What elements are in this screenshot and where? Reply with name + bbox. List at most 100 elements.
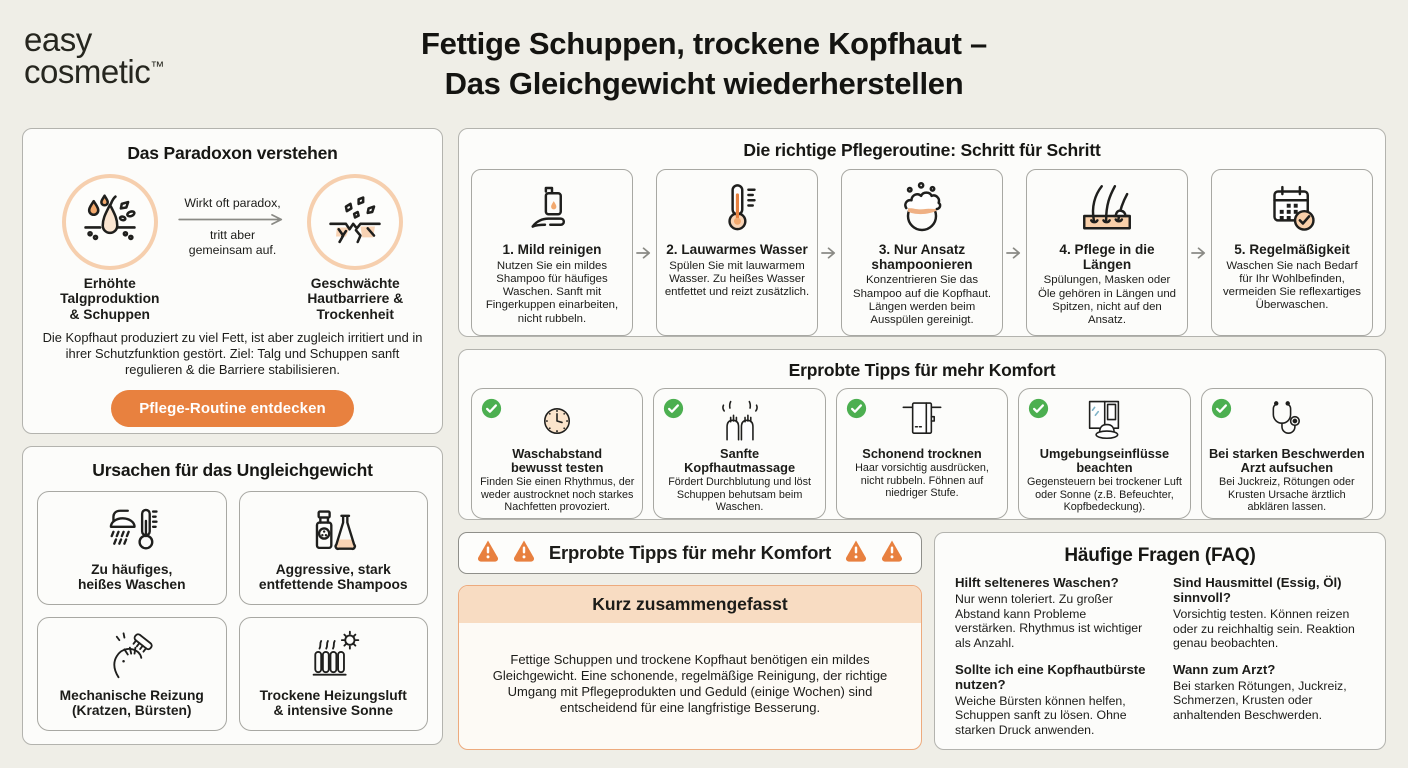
- page-title: Fettige Schuppen, trockene Kopfhaut – Da…: [0, 24, 1408, 103]
- warning-triangle-icon: [511, 538, 537, 569]
- tip-card-environment: Umgebungseinflüsse beachten Gegensteuern…: [1018, 388, 1191, 520]
- tip-title: Bei starken Beschwerden Arzt aufsuchen: [1208, 446, 1365, 476]
- left-column: Das Paradoxon verstehen: [22, 128, 443, 745]
- check-badge-icon: [1028, 398, 1049, 424]
- tip-cards: Waschabstand bewusst testen Finden Sie e…: [471, 388, 1374, 520]
- cause-card-hot-washing: Zu häufiges, heißes Waschen: [37, 491, 227, 605]
- step-card-1: 1. Mild reinigen Nutzen Sie ein mildes S…: [471, 169, 633, 337]
- logo-line2: cosmetic: [24, 53, 151, 91]
- thermometer-icon: [664, 178, 810, 240]
- faq-answer: Vorsichtig testen. Können reizen oder zu…: [1173, 607, 1355, 651]
- tip-card-scalp-massage: Sanfte Kopfhautmassage Fördert Durchblut…: [653, 388, 826, 520]
- pflege-routine-button[interactable]: Pflege-Routine entdecken: [111, 389, 354, 427]
- step-card-4: 4. Pflege in die Längen Spülungen, Maske…: [1026, 169, 1188, 337]
- step-card-2: 2. Lauwarmes Wasser Spülen Sie mit lauwa…: [656, 169, 818, 337]
- paradox-row: Erhöhte Talgproduktion & Schuppen Wirkt …: [35, 174, 430, 322]
- step-card-3: 3. Nur Ansatz shampoonieren Konzentriere…: [841, 169, 1003, 337]
- tip-text: Finden Sie einen Rhythmus, der weder aus…: [480, 476, 635, 514]
- faq-item-1: Hilft selteneres Waschen? Nur wenn toler…: [955, 575, 1147, 651]
- trademark-symbol: ™: [150, 58, 164, 75]
- step-arrow-icon: [1191, 246, 1208, 260]
- hair-lengths-icon: [1034, 178, 1180, 240]
- arrow-text-line2: tritt aber gemeinsam auf.: [188, 227, 277, 257]
- summary-box: Kurz zusammengefasst Fettige Schuppen un…: [458, 585, 922, 751]
- radiator-sun-icon: [312, 630, 360, 676]
- paradox-right-item: Geschwächte Hautbarriere & Trockenheit: [289, 174, 423, 322]
- cause-label: Aggressive, stark entfettende Shampoos: [258, 561, 408, 592]
- routine-panel: Die richtige Pflegeroutine: Schritt für …: [458, 128, 1386, 338]
- shower-thermometer-icon: [109, 508, 158, 550]
- right-column: Die richtige Pflegeroutine: Schritt für …: [458, 128, 1386, 751]
- clock-icon: [478, 397, 636, 445]
- arrow-text-line1: Wirkt oft paradox,: [184, 196, 281, 210]
- step-title: 5. Regelmäßigkeit: [1234, 242, 1350, 257]
- step-title: 3. Nur Ansatz shampoonieren: [871, 242, 973, 272]
- cause-card-dry-air-sun: Trockene Heizungsluft & intensive Sonne: [238, 617, 428, 731]
- check-badge-icon: [846, 398, 867, 424]
- cause-label: Zu häufiges, heißes Waschen: [77, 561, 186, 592]
- sebum-follicle-icon: [61, 174, 158, 270]
- right-arrow-icon: [177, 213, 282, 225]
- warning-triangle-icon: [843, 538, 869, 569]
- causes-title: Ursachen für das Ungleichgewicht: [92, 460, 373, 480]
- easycosmetic-logo: easy cosmetic™: [24, 21, 164, 91]
- hand-soap-icon: [479, 178, 625, 240]
- skin-barrier-cracks-icon: [307, 174, 404, 270]
- massage-hands-icon: [660, 397, 818, 445]
- head-scratch-brush-icon: [113, 632, 153, 678]
- faq-answer: Bei starken Rötungen, Juckreiz, Schmerze…: [1173, 678, 1347, 722]
- cause-card-aggressive-shampoos: Aggressive, stark entfettende Shampoos: [238, 491, 428, 605]
- cause-label: Mechanische Reizung (Kratzen, Bürsten): [59, 687, 204, 718]
- window-hat-icon: [1025, 397, 1183, 445]
- step-text: Nutzen Sie ein mildes Shampoo für häufig…: [485, 259, 619, 325]
- routine-steps: 1. Mild reinigen Nutzen Sie ein mildes S…: [471, 169, 1373, 337]
- faq-item-2: Sind Hausmittel (Essig, Öl) sinnvoll? Vo…: [1173, 575, 1365, 651]
- cause-label: Trockene Heizungsluft & intensive Sonne: [259, 687, 407, 718]
- check-badge-icon: [663, 398, 684, 424]
- tip-card-gentle-drying: Schonend trocknen Haar vorsichtig ausdrü…: [835, 388, 1009, 520]
- step-title: 4. Pflege in die Längen: [1059, 242, 1155, 272]
- summary-title: Kurz zusammengefasst: [459, 586, 921, 624]
- step-title: 1. Mild reinigen: [502, 242, 602, 257]
- check-badge-icon: [1211, 398, 1232, 424]
- paradox-left-label: Erhöhte Talgproduktion & Schuppen: [60, 276, 160, 322]
- paradox-panel: Das Paradoxon verstehen: [22, 128, 443, 434]
- tip-text: Fördert Durchblutung und löst Schuppen b…: [668, 476, 812, 514]
- step-arrow-icon: [821, 246, 838, 260]
- faq-answer: Nur wenn toleriert. Zu großer Abstand ka…: [955, 592, 1143, 650]
- tip-text: Bei Juckreiz, Rötungen oder Krusten Ursa…: [1219, 476, 1355, 514]
- tip-title: Sanfte Kopfhautmassage: [684, 446, 796, 476]
- faq-item-4: Wann zum Arzt? Bei starken Rötungen, Juc…: [1173, 662, 1365, 738]
- tip-title: Waschabstand bewusst testen: [510, 446, 604, 476]
- step-arrow-icon: [636, 246, 653, 260]
- paradox-left-item: Erhöhte Talgproduktion & Schuppen: [43, 174, 177, 322]
- cause-card-mechanical-irritation: Mechanische Reizung (Kratzen, Bürsten): [37, 617, 227, 731]
- content-area: Das Paradoxon verstehen: [22, 128, 1386, 751]
- step-text: Waschen Sie nach Bedarf für Ihr Wohlbefi…: [1222, 259, 1362, 312]
- warning-banner-text: Erprobte Tipps für mehr Komfort: [548, 542, 832, 564]
- tip-card-wash-interval: Waschabstand bewusst testen Finden Sie e…: [471, 388, 644, 520]
- faq-grid: Hilft selteneres Waschen? Nur wenn toler…: [955, 575, 1365, 737]
- summary-body: Fettige Schuppen und trockene Kopfhaut b…: [492, 651, 888, 716]
- tip-text: Haar vorsichtig ausdrücken, nicht rubbel…: [855, 462, 989, 500]
- faq-item-3: Sollte ich eine Kopfhautbürste nutzen? W…: [955, 662, 1147, 738]
- paradox-title: Das Paradoxon verstehen: [127, 143, 338, 163]
- tip-title: Umgebungseinflüsse beachten: [1039, 446, 1170, 476]
- causes-panel: Ursachen für das Ungleichgewicht Zu h: [22, 446, 443, 745]
- faq-panel: Häufige Fragen (FAQ) Hilft selteneres Wa…: [934, 532, 1386, 751]
- title-line2: Das Gleichgewicht wiederherstellen: [444, 65, 964, 101]
- routine-title: Die richtige Pflegeroutine: Schritt für …: [743, 140, 1101, 160]
- warning-banner-center: Erprobte Tipps für mehr Komfort: [511, 538, 869, 569]
- step-card-5: 5. Regelmäßigkeit Waschen Sie nach Bedar…: [1211, 169, 1373, 337]
- check-badge-icon: [481, 398, 502, 424]
- paradox-arrow-text: Wirkt oft paradox, tritt aber gemeinsam …: [177, 196, 289, 257]
- step-arrow-icon: [1006, 246, 1023, 260]
- step-text: Konzentrieren Sie das Shampoo auf die Ko…: [852, 274, 992, 326]
- faq-question: Hilft selteneres Waschen?: [955, 575, 1119, 591]
- stethoscope-icon: [1208, 397, 1366, 445]
- step-title: 2. Lauwarmes Wasser: [666, 242, 808, 257]
- bottom-row: Erprobte Tipps für mehr Komfort Kurz zus…: [458, 532, 1386, 751]
- logo-line1: easy: [24, 21, 92, 58]
- tips-title: Erprobte Tipps für mehr Komfort: [788, 360, 1056, 381]
